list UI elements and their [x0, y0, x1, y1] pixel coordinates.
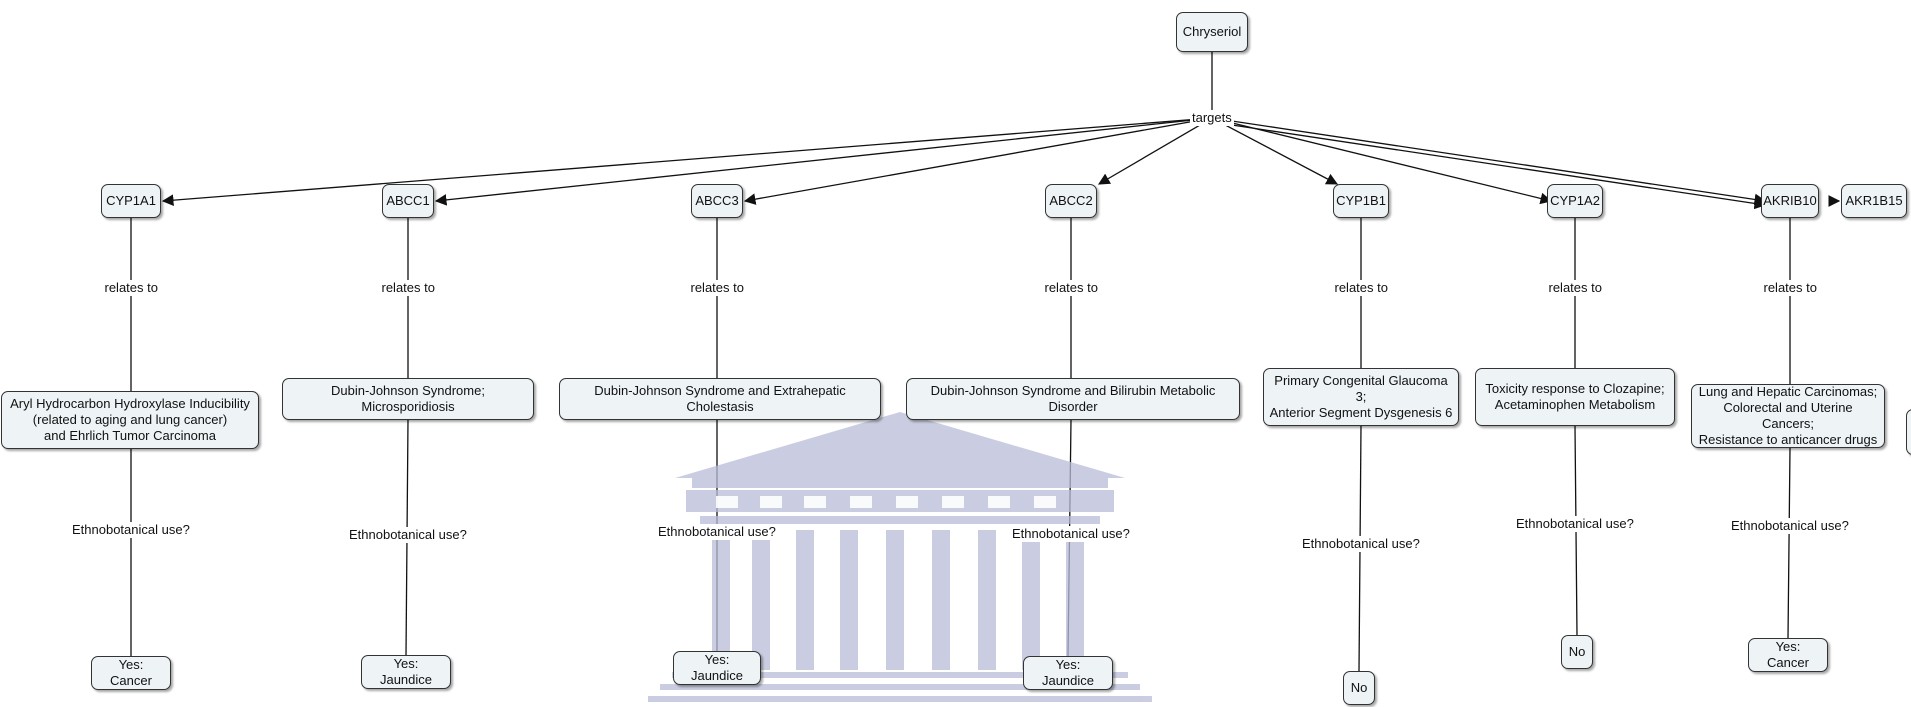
link-label-ethnobotanical-use: Ethnobotanical use? [1514, 516, 1636, 532]
link-label-ethnobotanical-use: Ethnobotanical use? [1729, 518, 1851, 534]
link-label-relates-to: relates to [688, 280, 746, 296]
link-label-relates-to: relates to [1761, 280, 1819, 296]
answer-node-abcc1[interactable]: Yes: Jaundice [361, 655, 451, 689]
answer-node-akrib10[interactable]: Yes: Cancer [1748, 638, 1828, 672]
disease-node-akr1b15-cropped[interactable] [1906, 409, 1911, 455]
edge-ethno-akrib10 [1787, 447, 1791, 639]
link-label-ethnobotanical-use: Ethnobotanical use? [1300, 536, 1422, 552]
link-label-relates-to: relates to [102, 280, 160, 296]
link-label-relates-to: relates to [1546, 280, 1604, 296]
disease-node-cyp1a1[interactable]: Aryl Hydrocarbon Hydroxylase Inducibilit… [1, 391, 259, 449]
edge-arrow-abcc1 [434, 117, 1213, 206]
disease-node-akrib10[interactable]: Lung and Hepatic Carcinomas; Colorectal … [1691, 384, 1885, 448]
answer-node-cyp1b1[interactable]: No [1343, 671, 1375, 705]
edge-arrow-cyp1a2 [1211, 117, 1553, 205]
link-label-ethnobotanical-use: Ethnobotanical use? [656, 524, 778, 540]
answer-node-cyp1a2[interactable]: No [1561, 635, 1593, 669]
edge-arrow-abcc2 [1097, 117, 1213, 185]
edge-arrow-abcc3 [743, 117, 1213, 205]
target-node-akr1b15[interactable]: AKR1B15 [1841, 184, 1907, 218]
link-label-ethnobotanical-use: Ethnobotanical use? [1010, 526, 1132, 542]
target-node-akrib10[interactable]: AKRIB10 [1761, 184, 1819, 218]
root-node-chryseriol[interactable]: Chryseriol [1176, 12, 1248, 52]
link-label-relates-to: relates to [1042, 280, 1100, 296]
edge-arrow-akrib10-second [1211, 121, 1767, 210]
link-label-targets: targets [1190, 110, 1234, 126]
edge-arrow-cyp1b1 [1211, 117, 1339, 185]
target-node-cyp1a1[interactable]: CYP1A1 [101, 184, 161, 218]
disease-node-abcc3[interactable]: Dubin-Johnson Syndrome and Extrahepatic … [559, 378, 881, 420]
link-label-relates-to: relates to [379, 280, 437, 296]
disease-node-abcc1[interactable]: Dubin-Johnson Syndrome; Microsporidiosis [282, 378, 534, 420]
disease-node-cyp1b1[interactable]: Primary Congenital Glaucoma 3; Anterior … [1263, 368, 1459, 426]
target-node-cyp1b1[interactable]: CYP1B1 [1333, 184, 1389, 218]
answer-node-cyp1a1[interactable]: Yes: Cancer [91, 656, 171, 690]
edge-arrow-cyp1a1 [161, 117, 1213, 207]
disease-node-abcc2[interactable]: Dubin-Johnson Syndrome and Bilirubin Met… [906, 378, 1240, 420]
target-node-cyp1a2[interactable]: CYP1A2 [1547, 184, 1603, 218]
answer-node-abcc3[interactable]: Yes: Jaundice [673, 651, 761, 685]
link-label-relates-to: relates to [1332, 280, 1390, 296]
target-node-abcc3[interactable]: ABCC3 [691, 184, 743, 218]
answer-node-abcc2[interactable]: Yes: Jaundice [1023, 656, 1113, 690]
target-node-abcc1[interactable]: ABCC1 [382, 184, 434, 218]
target-node-abcc2[interactable]: ABCC2 [1045, 184, 1097, 218]
link-label-ethnobotanical-use: Ethnobotanical use? [347, 527, 469, 543]
edge-arrow-akrib10 [1211, 117, 1767, 206]
link-label-ethnobotanical-use: Ethnobotanical use? [70, 522, 192, 538]
disease-node-cyp1a2[interactable]: Toxicity response to Clozapine; Acetamin… [1475, 368, 1675, 426]
